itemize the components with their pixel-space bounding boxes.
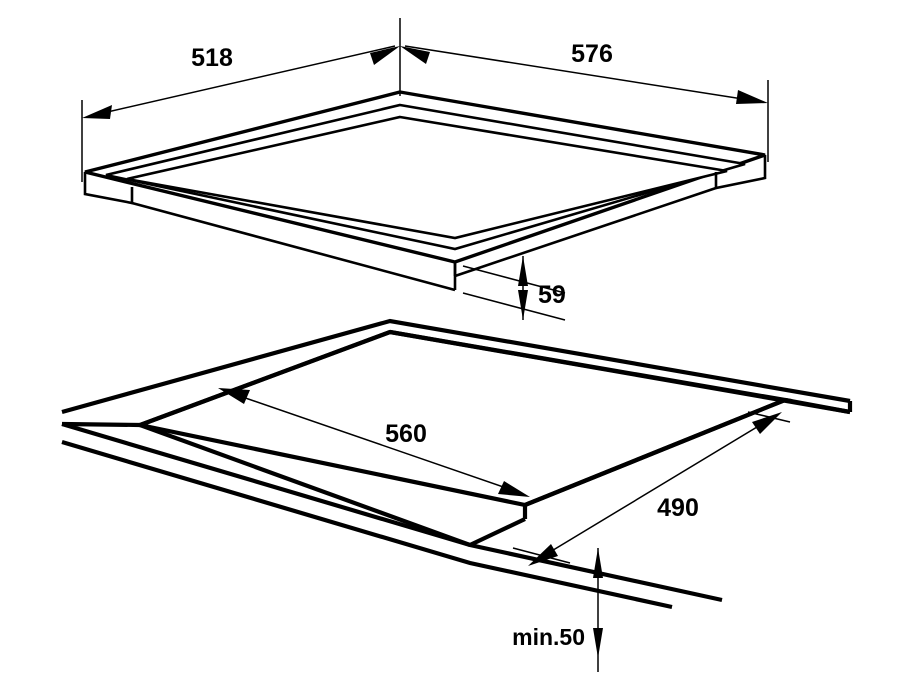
dim-490-arrowhead-upper	[752, 412, 782, 434]
worktop-cutout-front-ledge	[469, 517, 526, 547]
dim-59-arrowhead-bottom	[518, 290, 528, 320]
dim-518-arrowhead-right	[370, 46, 400, 65]
dimension-59: 59	[462, 256, 566, 321]
dim-min50-arrowhead-top	[593, 548, 603, 578]
dim-59-lower-extension-line	[462, 292, 566, 321]
dim-560-arrowhead-left	[218, 388, 250, 404]
dim-59-arrowhead-top	[518, 256, 528, 286]
dim-576-arrowhead-right	[736, 90, 768, 104]
cooktop-appliance	[83, 90, 767, 292]
worktop-rear-top-edge	[61, 318, 851, 415]
dim-560-arrowhead-right	[498, 481, 530, 497]
dim-560-line	[227, 391, 519, 493]
cooktop-glass-panel	[126, 115, 728, 240]
dim-576-label: 576	[571, 40, 613, 68]
dim-490-arrowhead-lower	[528, 544, 558, 566]
worktop-left-inner-edge	[61, 421, 141, 428]
worktop-cutout-right-strip	[784, 397, 851, 415]
dim-min50-label: min.50	[512, 624, 585, 650]
dim-576-arrowhead-left	[400, 46, 430, 64]
worktop-front-bottom-edge	[61, 439, 673, 610]
dimension-min50: min.50	[512, 548, 603, 672]
dim-59-label: 59	[538, 281, 566, 309]
dim-576-line	[404, 45, 763, 103]
cooktop-left-side-body	[83, 172, 134, 205]
dim-min50-arrowhead-bottom	[593, 628, 603, 658]
dim-490-line	[539, 417, 773, 559]
cooktop-front-left-lower-edge	[131, 201, 456, 292]
cooktop-right-side-body	[714, 155, 767, 190]
dim-490-label: 490	[657, 494, 699, 522]
dimension-576: 576	[400, 40, 769, 162]
dim-59-upper-extension-line	[462, 265, 566, 294]
dim-518-line	[89, 45, 396, 117]
dim-518-label: 518	[191, 44, 233, 72]
worktop-cutout-front-right-edge	[524, 398, 786, 507]
dim-518-arrowhead-left	[82, 105, 112, 119]
worktop-cutout-front-left-edge-lower	[139, 423, 471, 547]
dimension-518: 518	[81, 18, 401, 182]
dim-560-label: 560	[385, 420, 427, 448]
dimension-490: 490	[512, 411, 791, 566]
worktop-with-cutout	[61, 318, 853, 610]
dimension-560: 560	[218, 388, 530, 497]
cooktop-front-right-lower-edge	[454, 186, 717, 278]
